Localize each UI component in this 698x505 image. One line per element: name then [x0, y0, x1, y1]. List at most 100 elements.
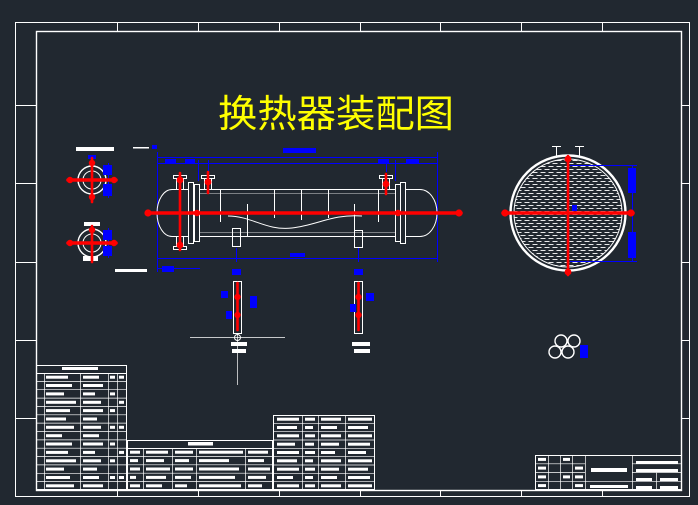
data-table-cell-text — [175, 484, 187, 488]
data-table-cell-text — [130, 467, 140, 471]
parts-table-cell-text — [46, 400, 76, 404]
outer-border — [15, 22, 690, 497]
parts-table-cell-text — [46, 434, 62, 438]
parts-table-cell-text — [46, 384, 72, 387]
side-view-dimensions — [115, 145, 438, 272]
data-table-cell-text — [146, 484, 162, 488]
parts-table-cell-text — [46, 409, 70, 413]
dimension-label — [290, 253, 305, 257]
flange-view-upper — [66, 147, 118, 204]
parts-table-cell-text — [83, 459, 101, 463]
tube-circle — [567, 334, 581, 348]
dimension-label — [103, 165, 112, 175]
support-right — [354, 230, 363, 248]
nozzle-table-cell-text — [277, 484, 299, 488]
title-block-cell-text — [575, 484, 583, 488]
data-table-cell-text — [175, 459, 189, 463]
parts-table-cell-text — [46, 484, 74, 488]
nozzle-table-cell-text — [305, 434, 315, 438]
data-table-cell-text — [146, 467, 170, 471]
data-table-cell-text — [146, 459, 164, 463]
data-table-cell-text — [146, 450, 168, 454]
parts-table-cell-text — [83, 450, 95, 454]
title-block-cell-text — [538, 484, 546, 488]
dimension-label — [378, 159, 389, 164]
nozzle-table-cell-text — [305, 426, 313, 429]
data-table-cell-text — [248, 467, 270, 471]
nozzle-table-cell-text — [305, 484, 315, 488]
note-label — [133, 147, 149, 149]
title-block-cell-text — [563, 475, 570, 479]
parts-table-cell-text — [46, 425, 74, 429]
data-table-cell-text — [175, 467, 193, 471]
centerline-marker — [88, 193, 96, 201]
detail-view-a — [190, 269, 285, 385]
title-block-cell-text — [563, 457, 570, 461]
tube-pitch-detail — [548, 334, 588, 359]
nozzle-table-cell-text — [305, 476, 313, 479]
nozzle-table-cell-text — [348, 417, 372, 421]
nozzle-table-cell-text — [348, 426, 368, 429]
parts-table-cell-text — [46, 375, 68, 379]
tube-circle — [548, 345, 562, 359]
centerline-marker — [176, 176, 184, 184]
nozzle-table-cell-text — [321, 476, 337, 479]
parts-table-cell-text — [46, 392, 64, 396]
nozzle-table-cell-text — [321, 417, 341, 421]
parts-table-cell-text — [119, 450, 124, 454]
nozzle-table-cell-text — [321, 459, 341, 463]
parts-list-table — [36, 365, 127, 490]
parts-table-cell-text — [83, 476, 99, 479]
parts-table-cell-text — [83, 484, 103, 488]
centerline-marker — [144, 209, 152, 217]
dimension-label — [628, 232, 636, 258]
dimension-label — [628, 168, 636, 193]
parts-table-cell-text — [110, 442, 115, 446]
title-block-cell-text — [660, 478, 678, 481]
nozzle-table-cell-text — [321, 434, 341, 438]
parts-table-cell-text — [110, 459, 115, 463]
parts-table-cell-text — [83, 384, 103, 387]
nozzle-table-cell-text — [348, 484, 372, 488]
data-table-cell-text — [199, 484, 241, 488]
detail-label — [232, 349, 246, 353]
parts-table-cell-text — [110, 392, 115, 396]
view-label — [76, 147, 114, 151]
centerline-marker — [176, 241, 184, 249]
parts-table-cell-text — [46, 450, 68, 454]
centerline-marker — [110, 239, 118, 247]
title-block-name-text — [591, 468, 627, 472]
centerline-marker — [564, 155, 572, 163]
parts-table-cell-text — [119, 375, 124, 379]
data-table-cell-text — [130, 450, 140, 454]
title-block-cell-text — [575, 475, 583, 479]
centerline-marker — [110, 176, 118, 184]
nozzle-table-cell-text — [305, 451, 315, 454]
title-block-cell-text — [538, 475, 546, 479]
parts-table-cell-text — [83, 434, 99, 438]
tube-circle — [554, 334, 568, 348]
nozzle-table-cell-text — [305, 467, 315, 471]
data-table-cell-text — [130, 484, 140, 488]
nozzle-table-cell-text — [277, 467, 299, 471]
detail-label — [354, 349, 370, 353]
dimension-label — [366, 293, 374, 301]
parts-table-cell-text — [110, 425, 115, 429]
centerline-marker — [66, 239, 74, 247]
parts-table-cell-text — [119, 476, 124, 479]
nozzle-table-cell-text — [277, 451, 299, 454]
title-block-cell-text — [636, 486, 652, 489]
dimension-label — [152, 145, 157, 149]
data-table-cell-text — [175, 475, 191, 479]
nozzle-table-cell-text — [277, 442, 295, 446]
technical-data-table — [127, 440, 273, 490]
nozzle-table — [273, 415, 375, 490]
parts-table-cell-text — [83, 467, 97, 471]
centerline-marker — [66, 176, 74, 184]
parts-table-cell-text — [83, 425, 101, 429]
data-table-cell-text — [199, 459, 229, 463]
nozzle-table-border — [273, 415, 375, 490]
dimension-label — [221, 291, 228, 298]
title-block-cell-text — [538, 466, 546, 470]
